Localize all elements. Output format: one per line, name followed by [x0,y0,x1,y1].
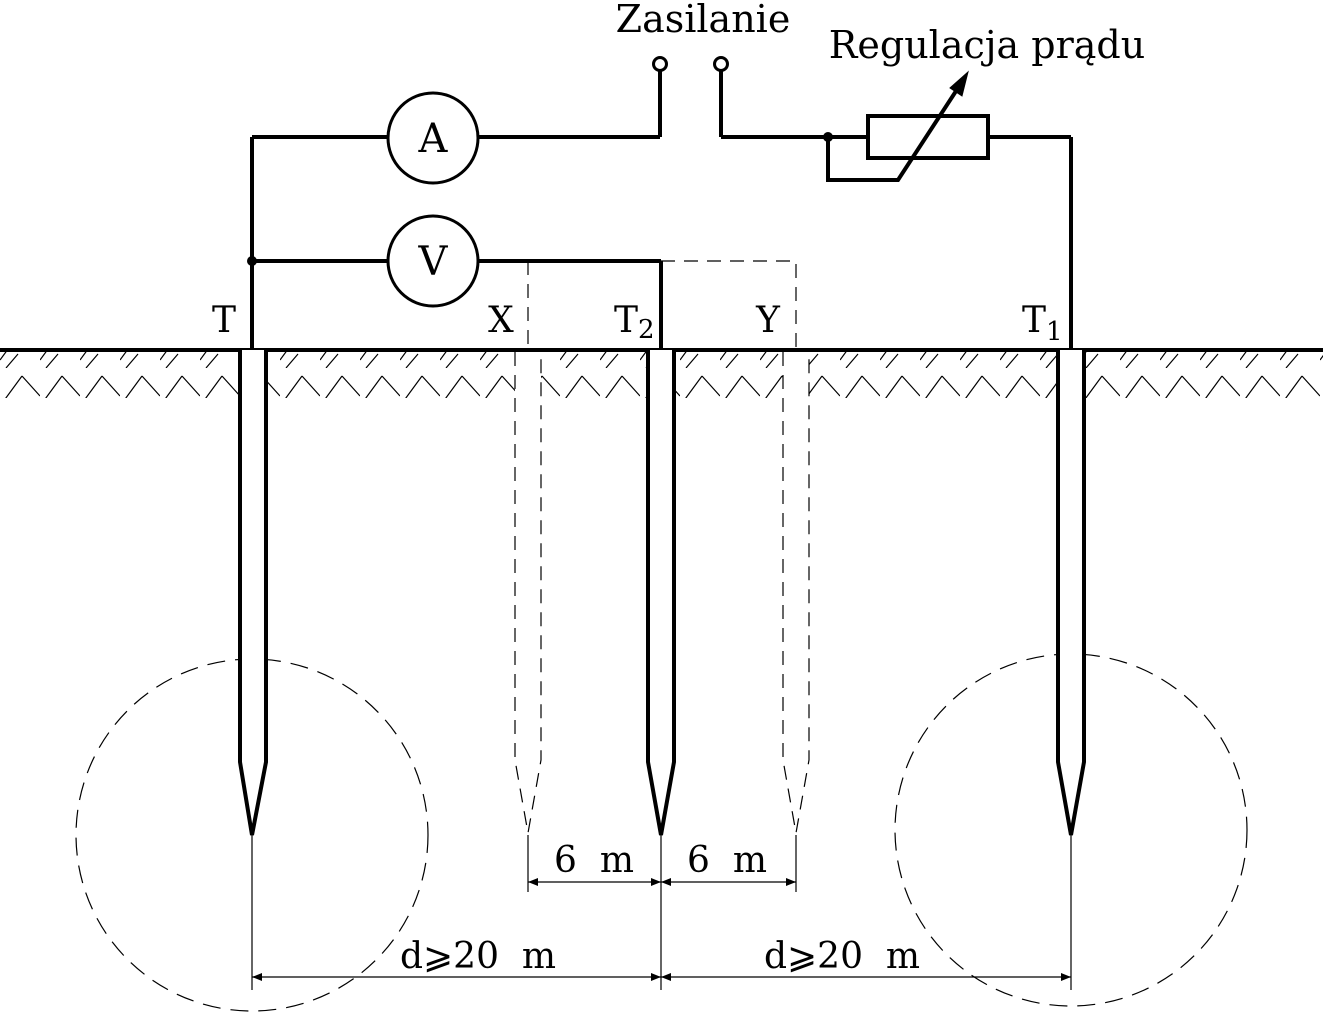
dimension-label-t-t2: d⩾20 m [400,936,556,977]
junction-dot-voltmeter [247,256,257,266]
supply-terminal-right [713,56,729,72]
dimension-label-t2-y: 6 m [687,840,767,881]
electrode-t [238,350,268,836]
ammeter-label: A [418,116,449,162]
electrode-x-label: X [488,300,514,341]
electrode-t1 [1056,350,1086,836]
electrode-x-alternative [514,352,542,834]
ammeter: A [386,91,480,185]
rheostat [823,70,990,182]
electrode-y-label: Y [755,300,781,341]
dimension-label-t2-t1: d⩾20 m [764,936,920,977]
supply-terminal-left [652,56,668,72]
alt-wire-y [661,260,797,350]
voltmeter-label: V [418,239,449,285]
electrode-t2-label: T2 [614,300,655,345]
dimension-label-x-t2: 6 m [554,840,634,881]
current-regulation-label: Regulacja prądu [829,23,1145,67]
electrode-t-label: T [212,300,236,341]
electrode-y-alternative [782,352,810,834]
power-supply-label: Zasilanie [616,0,791,41]
voltmeter: V [386,214,480,308]
electrode-t1-label: T1 [1022,300,1063,347]
electrode-t2 [646,350,676,836]
